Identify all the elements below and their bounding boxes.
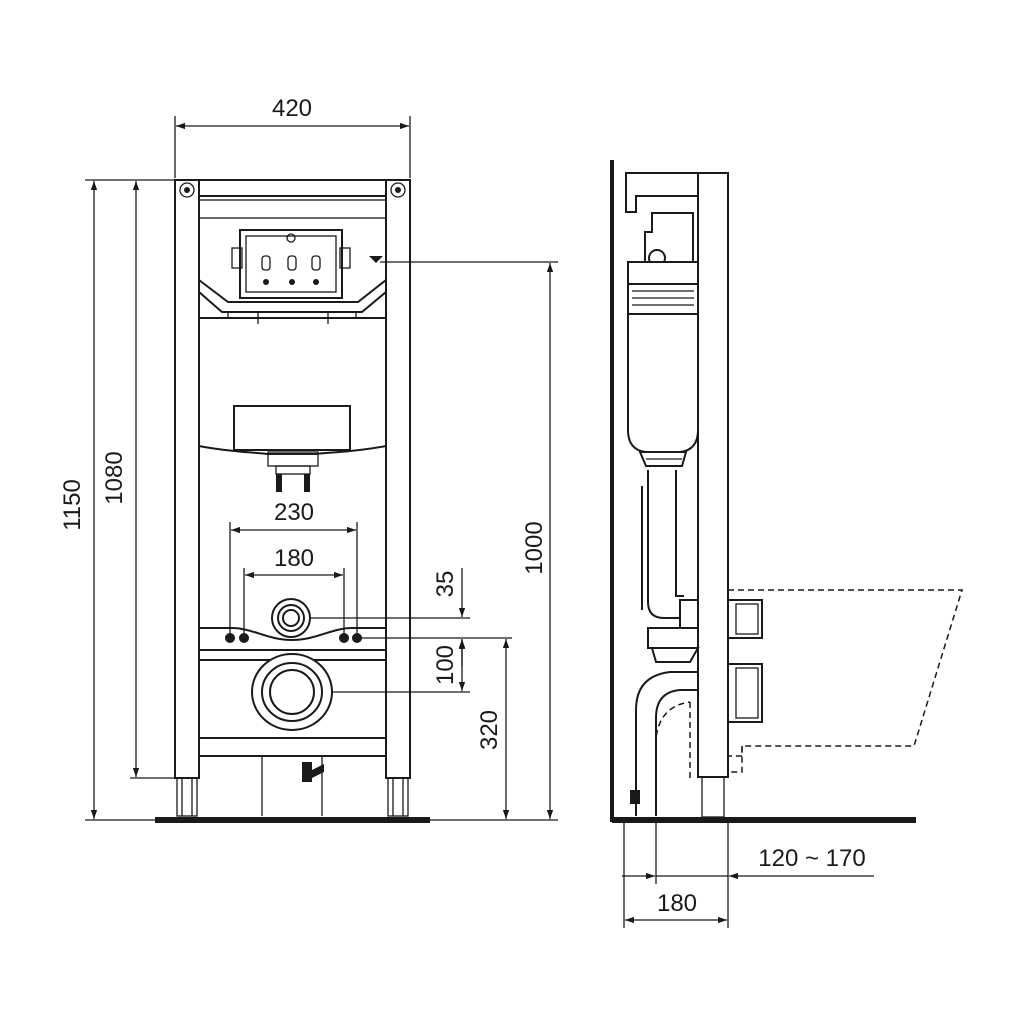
label-range-120-170: 120 ~ 170 [758, 845, 865, 872]
left-foot [176, 777, 198, 817]
dim-bolts-230: 230 [229, 499, 358, 640]
label-height-320: 320 [476, 710, 503, 750]
label-spacing-180: 180 [274, 545, 314, 572]
bowl-mounting-rail [199, 598, 386, 661]
top-right-mount-hole [390, 182, 406, 198]
dim-offsets: 35 100 [310, 568, 512, 693]
top-rail [198, 179, 387, 197]
right-foot [387, 777, 409, 817]
left-upright [174, 179, 200, 779]
dim-side-depth: 180 [623, 820, 729, 928]
dim-frame-height: 1080 [101, 181, 175, 779]
side-bracket-upper [727, 599, 763, 639]
dim-bolts-180: 180 [243, 545, 345, 640]
flush-plate-bracket [198, 229, 387, 324]
label-spacing-230: 230 [274, 499, 314, 526]
side-wc-bowl-outline [728, 589, 964, 773]
label-depth-180: 180 [657, 890, 697, 917]
side-flush-pipe [641, 470, 700, 663]
cistern-outlet [198, 405, 387, 492]
label-offset-100: 100 [432, 645, 459, 685]
side-cistern [627, 212, 699, 467]
dim-overall-width: 420 [174, 95, 411, 178]
dim-flush-height: 1000 [380, 261, 558, 821]
label-height-1080: 1080 [101, 451, 128, 504]
dim-overall-height: 1150 [59, 179, 175, 821]
top-left-mount-hole [179, 182, 195, 198]
drain-outlet [251, 653, 333, 731]
side-frame-upright [697, 172, 729, 778]
label-offset-35: 35 [432, 571, 459, 598]
side-bracket-lower [727, 663, 763, 723]
label-height-1150: 1150 [59, 479, 86, 531]
access-cover [233, 405, 351, 451]
right-upright [385, 179, 411, 779]
side-drain-bend [630, 671, 698, 816]
front-view: 420 1150 1080 1000 230 [59, 95, 558, 823]
side-view: 180 120 ~ 170 [610, 160, 964, 928]
bottom-rail [198, 737, 387, 757]
label-height-1000: 1000 [521, 521, 548, 574]
dim-outlet-height: 320 [476, 639, 510, 819]
label-width-420: 420 [272, 95, 312, 122]
dim-side-wall-range: 120 ~ 170 [622, 820, 874, 884]
